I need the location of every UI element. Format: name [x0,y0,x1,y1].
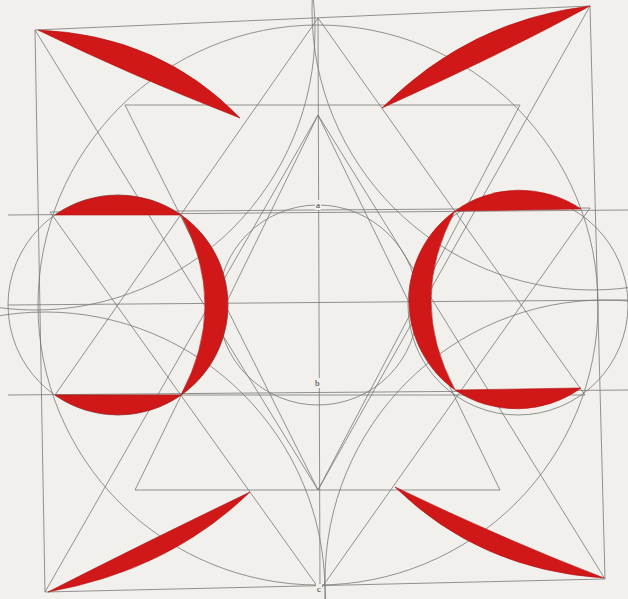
point-letter: c [316,584,322,594]
crescent [181,215,228,395]
circle-segment [455,388,581,409]
point-letter: b [314,378,321,388]
corner-arc [325,300,628,599]
corner-crescent [395,487,604,578]
corner-crescent [48,492,250,592]
vertical-axis [318,18,320,590]
corner-crescent [38,30,240,118]
red-crescents [38,6,604,592]
diagonal-line [45,115,318,592]
point-letter: a [315,200,321,210]
corner-crescent [382,6,590,108]
crescent [409,211,455,390]
circle-segment [55,395,181,415]
center-circle [218,205,418,405]
outer-square [35,6,605,592]
circle-segment [55,195,181,215]
outer-circle [38,25,598,585]
corner-arc [0,312,325,599]
diagonal-line [318,115,605,579]
diagonal-line [35,30,318,490]
large-down-triangle [50,208,590,590]
corner-arc [312,0,628,290]
right-circle [408,195,628,415]
diagonal-line [318,6,590,490]
small-up-triangle [135,115,500,490]
small-down-triangle [125,105,520,490]
circle-segment [455,190,581,211]
corner-arc [0,0,315,310]
